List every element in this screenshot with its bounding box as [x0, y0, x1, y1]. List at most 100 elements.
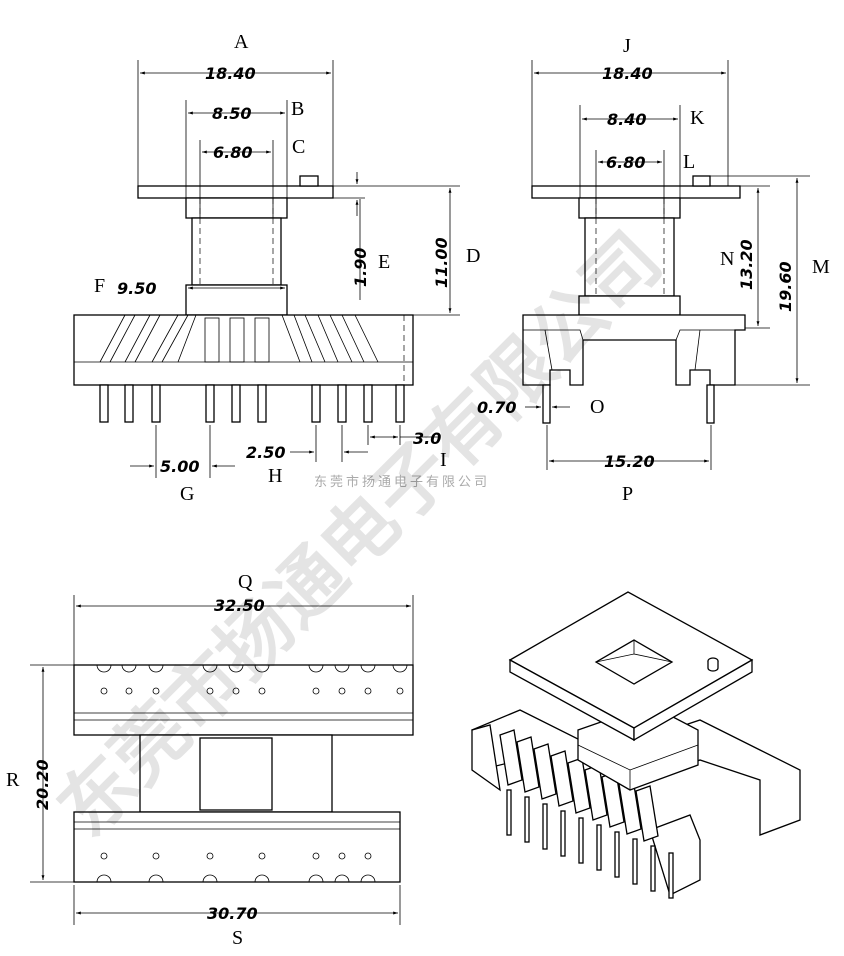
label-M: M: [812, 256, 830, 278]
label-S: S: [232, 927, 243, 949]
pin-slot: [96, 874, 112, 883]
dim-E: 1.90: [351, 248, 370, 287]
iso-pin: [542, 803, 548, 850]
pin-hole: [338, 852, 346, 860]
label-R: R: [6, 769, 20, 791]
dim-D: 11.00: [432, 237, 451, 288]
pin: [124, 384, 134, 423]
label-K: K: [690, 107, 705, 129]
pin-hole: [206, 852, 214, 860]
label-J: J: [623, 35, 631, 57]
pin-hole: [338, 687, 346, 695]
pin-slot: [308, 664, 324, 673]
label-Q: Q: [238, 571, 253, 593]
iso-pin: [506, 789, 512, 836]
pin: [99, 384, 109, 423]
dim-K: 8.40: [607, 110, 646, 129]
dim-M: 19.60: [776, 261, 795, 312]
iso-pin: [668, 852, 674, 899]
dim-L: 6.80: [606, 153, 645, 172]
dim-C: 6.80: [213, 143, 252, 162]
pin-slot: [228, 664, 244, 673]
iso-pin: [614, 831, 620, 878]
dim-N: 13.20: [737, 239, 756, 290]
pin-hole: [312, 687, 320, 695]
pin-slot: [148, 664, 164, 673]
label-P: P: [622, 483, 633, 505]
pin: [337, 384, 347, 423]
pin-slot: [148, 874, 164, 883]
dim-S: 30.70: [207, 904, 258, 923]
label-G: G: [180, 483, 194, 505]
pin-hole: [125, 687, 133, 695]
label-N: N: [720, 248, 734, 270]
pin-hole: [396, 687, 404, 695]
label-D: D: [466, 245, 480, 267]
pin-hole: [100, 687, 108, 695]
pin-hole: [232, 687, 240, 695]
label-A: A: [234, 31, 249, 53]
label-I: I: [440, 449, 447, 471]
pin-slot: [96, 664, 112, 673]
pin-slot: [254, 874, 270, 883]
iso-pin: [596, 824, 602, 871]
iso-pin: [578, 817, 584, 864]
pin-slot: [334, 874, 350, 883]
pin-hole: [312, 852, 320, 860]
pin-hole: [364, 852, 372, 860]
winding-slot-fin: [567, 757, 591, 814]
front-view: A 18.40 B 8.50 C 6.80 D 11.00 E 1.90 F 9…: [73, 31, 480, 505]
iso-pin: [650, 845, 656, 892]
pin-slot: [392, 664, 408, 673]
pin: [363, 384, 373, 423]
watermark-small: 东莞市扬通电子有限公司: [314, 474, 490, 490]
pin: [231, 384, 241, 423]
dim-J: 18.40: [602, 64, 653, 83]
pin-slot: [360, 874, 376, 883]
pin-slot: [121, 664, 137, 673]
pin-hole: [152, 852, 160, 860]
dim-G: 5.00: [160, 457, 199, 476]
dim-H: 2.50: [246, 443, 285, 462]
dim-I: 3.0: [413, 429, 441, 448]
top-view: Q 32.50 R 20.20 30.70 S: [6, 571, 414, 949]
dim-P: 15.20: [604, 452, 655, 471]
pin-hole: [364, 687, 372, 695]
pin-hole: [152, 687, 160, 695]
label-O: O: [590, 396, 604, 418]
label-L: L: [683, 151, 695, 173]
pin-hole: [206, 687, 214, 695]
pin: [205, 384, 215, 423]
pin: [311, 384, 321, 423]
winding-slot-fin: [533, 743, 557, 800]
winding-slot-fin: [550, 750, 574, 807]
pin: [395, 384, 405, 423]
iso-pin: [524, 796, 530, 843]
winding-slot-fin: [635, 785, 659, 842]
label-B: B: [291, 98, 304, 120]
pin-slot: [308, 874, 324, 883]
pin-slot: [334, 664, 350, 673]
pin-hole: [258, 852, 266, 860]
winding-slot-fin: [516, 736, 540, 793]
iso-pin: [560, 810, 566, 857]
pin: [151, 384, 161, 423]
pin-hole: [258, 687, 266, 695]
dim-A: 18.40: [205, 64, 256, 83]
pin-slot: [254, 664, 270, 673]
label-F: F: [94, 275, 105, 297]
pin: [257, 384, 267, 423]
dim-B: 8.50: [212, 104, 251, 123]
side-view: J 18.40 K 8.40 L 6.80 M 19.60 N 13.20 0.…: [477, 35, 830, 505]
dim-Q: 32.50: [214, 596, 265, 615]
pin-slot: [360, 664, 376, 673]
dim-R: 20.20: [33, 759, 52, 810]
pin-slot: [202, 664, 218, 673]
pin-hole: [100, 852, 108, 860]
label-C: C: [292, 136, 305, 158]
dim-O: 0.70: [477, 398, 516, 417]
winding-slot-fin: [499, 729, 523, 786]
pin-slot: [202, 874, 218, 883]
